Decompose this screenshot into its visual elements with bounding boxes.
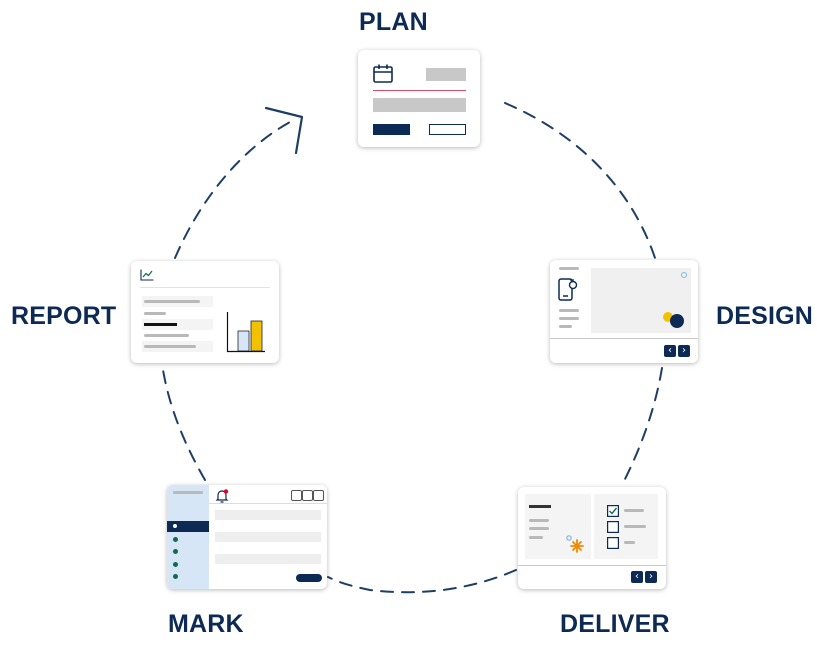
arc-mark-to-report — [162, 369, 206, 481]
report-header-divider — [140, 287, 270, 288]
chevron-right-icon: › — [678, 345, 690, 357]
checkbox-checked-icon — [607, 504, 620, 522]
arc-plan-to-design — [504, 102, 656, 259]
report-row-bg — [142, 319, 213, 330]
cycle-arrowhead-icon — [264, 106, 304, 155]
arc-design-to-deliver — [621, 367, 663, 486]
deliver-text-line — [529, 519, 549, 522]
mark-toolbar-icon — [313, 490, 324, 501]
report-card — [131, 261, 279, 363]
chevron-right-icon: › — [645, 571, 657, 583]
mark-sidebar-dot — [173, 537, 178, 542]
stage-label-report: REPORT — [11, 302, 117, 330]
line-chart-icon — [140, 268, 154, 286]
design-text-line — [559, 309, 579, 312]
mark-row — [215, 510, 321, 520]
design-footer-divider — [550, 338, 698, 339]
design-title-line — [559, 267, 579, 270]
deliver-text-line — [529, 536, 543, 539]
design-text-line — [559, 317, 579, 320]
stage-label-mark: MARK — [168, 610, 244, 638]
deliver-footer-divider — [518, 565, 666, 566]
design-card: ‹ › — [550, 260, 698, 363]
checklist-item-line — [624, 509, 644, 512]
arc-deliver-to-mark — [327, 569, 517, 594]
deliver-card: ‹ › — [518, 487, 666, 589]
report-text-line — [144, 334, 189, 337]
mark-row — [215, 532, 321, 542]
plan-card — [358, 50, 480, 147]
checklist-item-line — [624, 525, 646, 528]
mark-row — [215, 554, 321, 564]
mark-sidebar-title — [173, 491, 203, 494]
report-text-line-highlight — [144, 323, 177, 326]
chevron-left-icon: ‹ — [631, 571, 643, 583]
report-text-line — [144, 345, 196, 348]
arc-report-to-plan — [174, 121, 291, 259]
plan-field-block — [373, 98, 466, 112]
sparkle-icon — [566, 535, 586, 560]
calendar-icon — [373, 64, 393, 88]
plan-secondary-button — [429, 124, 466, 135]
mark-toolbar-icon — [302, 490, 313, 501]
mark-sidebar-dot — [173, 574, 178, 579]
deliver-title-line — [529, 505, 551, 508]
design-sparkle-dot — [681, 272, 687, 278]
report-text-line — [144, 312, 166, 315]
checkbox-icon — [607, 520, 620, 538]
plan-primary-button — [373, 124, 410, 135]
stage-label-deliver: DELIVER — [560, 610, 670, 638]
stage-label-design: DESIGN — [716, 302, 814, 330]
mark-sidebar-active-row — [167, 521, 209, 532]
checklist-item-line — [624, 541, 635, 544]
mark-sidebar-dot — [173, 549, 178, 554]
mark-sidebar-dot — [173, 562, 178, 567]
mark-card — [167, 485, 327, 589]
plan-header-block — [426, 68, 466, 81]
bar-chart-icon — [226, 311, 266, 358]
mark-submit-button — [296, 574, 322, 582]
stage-label-plan: PLAN — [359, 8, 428, 36]
design-navy-dot — [670, 314, 684, 328]
bell-icon — [215, 489, 229, 508]
mark-sidebar-dot — [173, 524, 177, 528]
deliver-text-line — [529, 527, 549, 530]
design-yellow-dot — [663, 312, 673, 322]
plan-divider — [373, 90, 466, 91]
chevron-left-icon: ‹ — [664, 345, 676, 357]
design-text-line — [559, 325, 572, 328]
checkbox-icon — [607, 536, 620, 554]
mark-toolbar-icon — [291, 490, 302, 501]
mobile-touch-icon — [558, 278, 580, 307]
report-text-line — [144, 300, 200, 303]
mark-header-divider — [209, 503, 327, 504]
